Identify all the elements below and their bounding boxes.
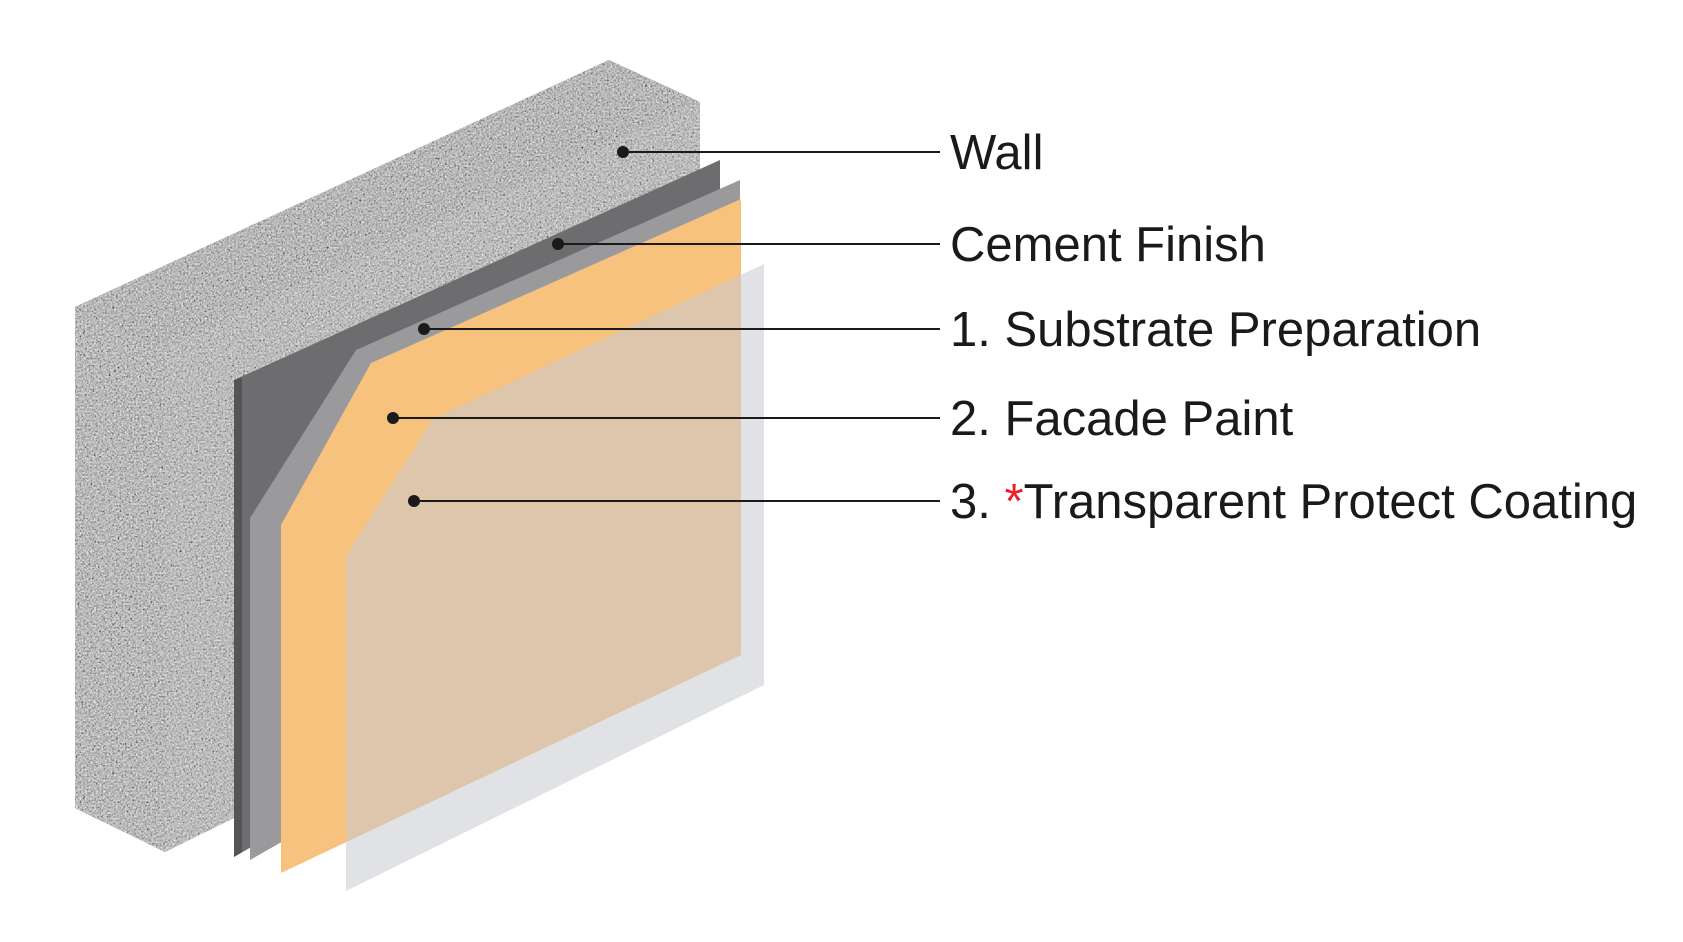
label-cement-finish: Cement Finish [950, 218, 1266, 272]
callout-dot [617, 146, 629, 158]
label-number: 2. [950, 392, 991, 446]
label-text: Facade Paint [1005, 392, 1294, 446]
label-text: Cement Finish [950, 218, 1266, 272]
label-text: Substrate Preparation [1005, 303, 1482, 357]
callout-wall [617, 146, 940, 158]
callout-dot [408, 495, 420, 507]
callout-dot [387, 412, 399, 424]
callout-dot [552, 238, 564, 250]
label-number: 1. [950, 303, 991, 357]
label-transparent-coating: 3. *Transparent Protect Coating [950, 475, 1637, 529]
asterisk-marker: * [1005, 475, 1024, 529]
label-text: Transparent Protect Coating [1024, 475, 1638, 529]
callout-substrate [418, 323, 940, 335]
callout-dot [418, 323, 430, 335]
label-wall: Wall [950, 126, 1043, 180]
label-number: 3. [950, 475, 991, 529]
transparent-coating-layer [346, 264, 764, 891]
callout-facade-paint [387, 412, 940, 424]
label-text: Wall [950, 126, 1043, 180]
label-facade-paint: 2. Facade Paint [950, 392, 1294, 446]
cement-finish-edge [234, 377, 242, 857]
callout-transparent-coating [408, 495, 940, 507]
label-substrate: 1. Substrate Preparation [950, 303, 1481, 357]
callout-cement-finish [552, 238, 940, 250]
